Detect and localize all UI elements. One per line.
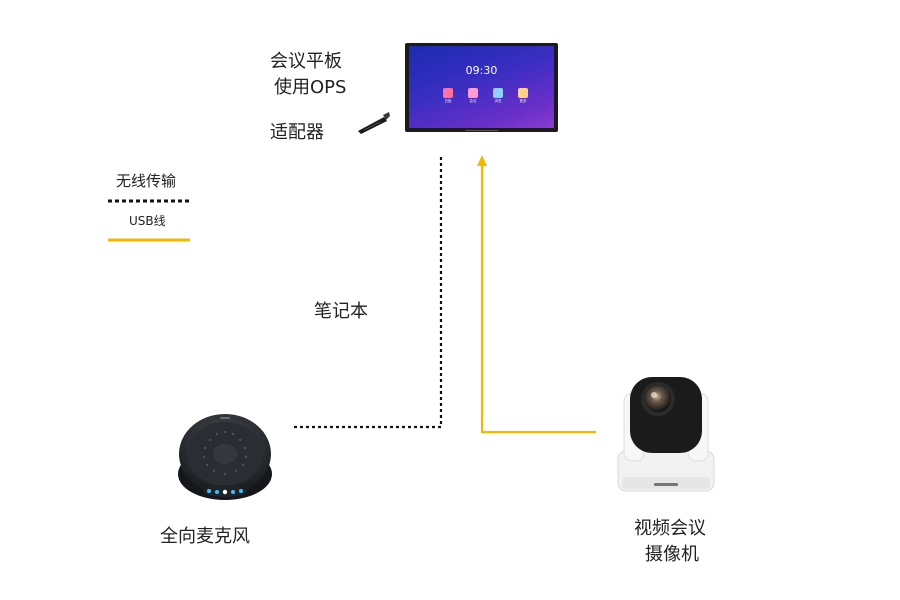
screen-app-4: 更多 <box>514 88 532 104</box>
interactive-display-icon: 09:30 白板 会议 浏览 更多 <box>405 43 558 132</box>
usb-connection-line <box>482 165 596 432</box>
screen-app-label: 白板 <box>439 98 457 104</box>
notebook-label: 笔记本 <box>314 300 368 324</box>
screen-app-1: 白板 <box>439 88 457 104</box>
screen-app-3: 浏览 <box>489 88 507 104</box>
usb-arrowhead <box>477 155 487 166</box>
camera-label-line1: 视频会议 <box>634 517 706 541</box>
wireless-connection-line <box>294 154 441 427</box>
wireless-adapter-icon <box>356 112 390 134</box>
screen-clock: 09:30 <box>409 65 554 77</box>
more-app-icon <box>518 88 528 98</box>
tablet-label-line1: 会议平板 <box>270 50 342 74</box>
whiteboard-app-icon <box>443 88 453 98</box>
legend-wireless-label: 无线传输 <box>116 172 176 190</box>
adapter-label: 适配器 <box>270 121 324 145</box>
screen-app-label: 会议 <box>464 98 482 104</box>
speakerphone-icon <box>176 412 274 504</box>
screen-app-2: 会议 <box>464 88 482 104</box>
display-screen: 09:30 白板 会议 浏览 更多 <box>409 46 554 128</box>
display-bezel-bottom <box>465 130 498 131</box>
screen-app-label: 更多 <box>514 98 532 104</box>
meeting-app-icon <box>468 88 478 98</box>
ptz-camera-icon <box>616 373 716 493</box>
legend-usb-label: USB线 <box>129 212 166 230</box>
microphone-label: 全向麦克风 <box>160 525 250 549</box>
screen-app-label: 浏览 <box>489 98 507 104</box>
browser-app-icon <box>493 88 503 98</box>
camera-label-line2: 摄像机 <box>645 543 699 567</box>
tablet-label-line2: 使用OPS <box>274 76 346 100</box>
